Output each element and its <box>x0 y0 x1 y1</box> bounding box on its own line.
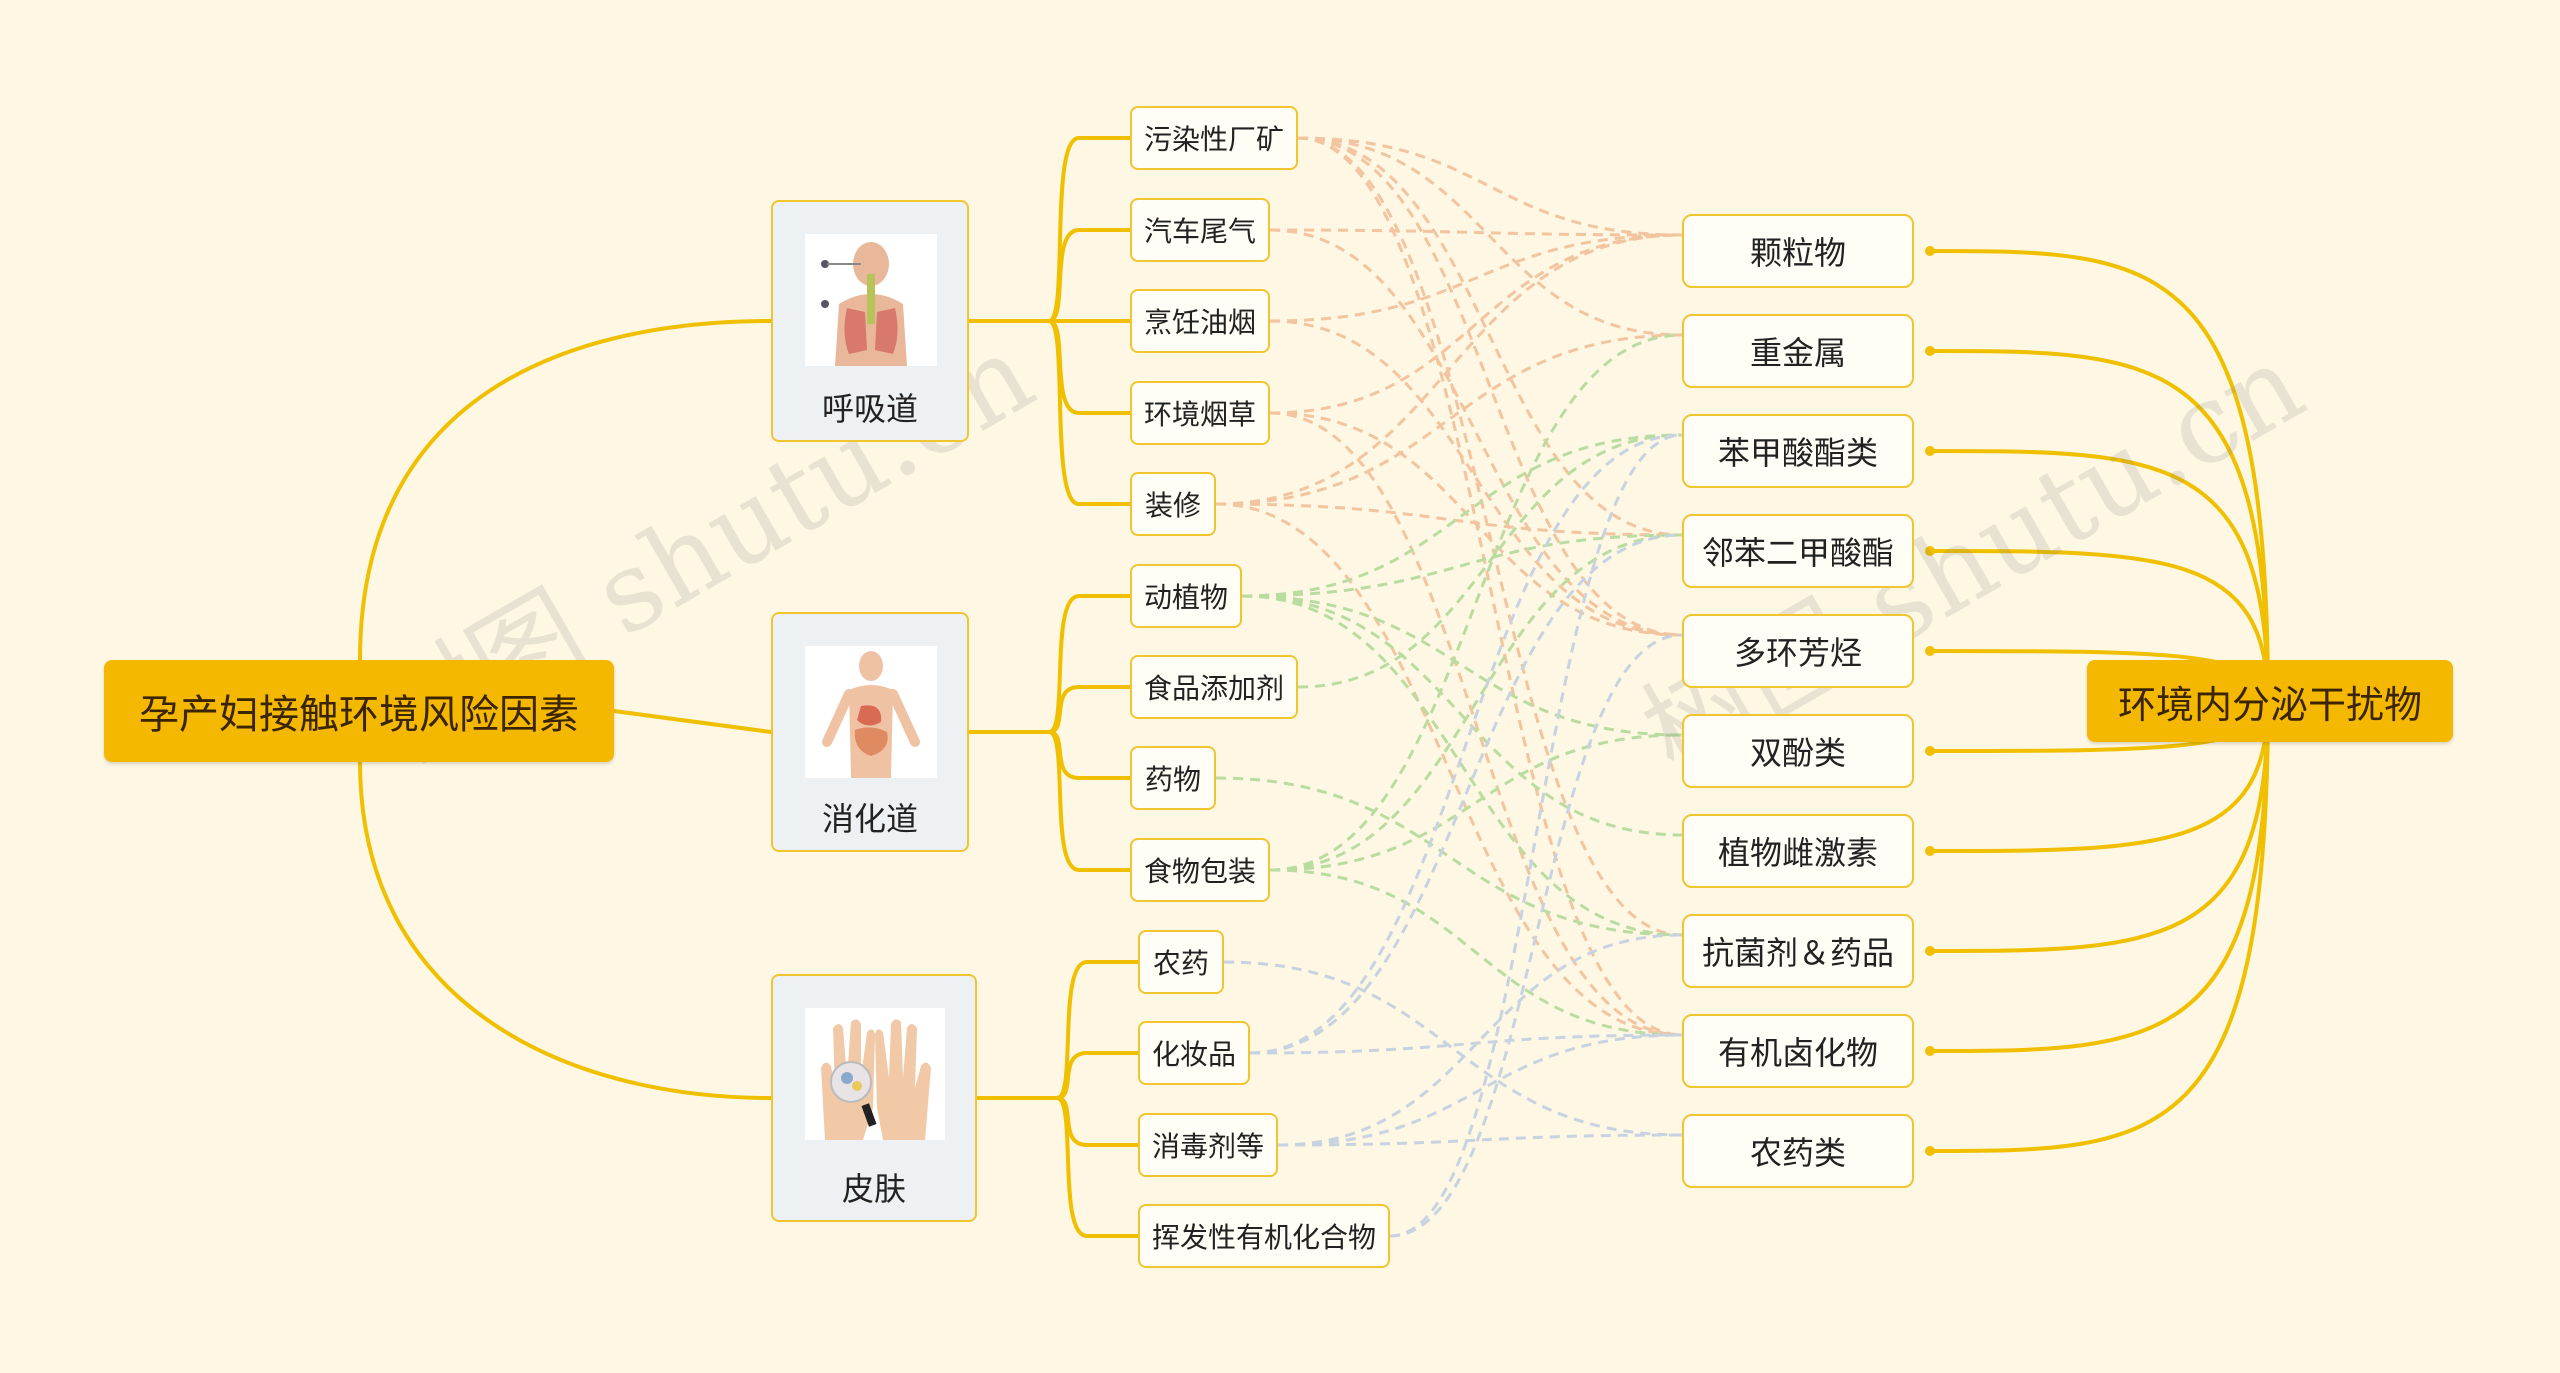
respiratory-system-icon <box>805 234 937 366</box>
dashed-link <box>1216 778 1682 935</box>
substance-node[interactable]: 苯甲酸酯类 <box>1682 414 1914 488</box>
dashed-link <box>1242 535 1682 596</box>
substance-label: 重金属 <box>1750 328 1846 374</box>
branch-line <box>1049 687 1130 732</box>
substance-node[interactable]: 农药类 <box>1682 1114 1914 1188</box>
source-node[interactable]: 农药 <box>1138 930 1224 994</box>
source-label: 装修 <box>1145 484 1201 524</box>
branch-line <box>1930 351 2268 701</box>
substance-label: 邻苯二甲酸酯 <box>1702 528 1894 574</box>
dashed-link <box>1298 435 1682 687</box>
substance-label: 植物雌激素 <box>1718 828 1878 874</box>
dashed-link <box>1216 504 1682 1035</box>
dashed-link <box>1270 735 1682 870</box>
source-node[interactable]: 烹饪油烟 <box>1130 289 1270 353</box>
category-label: 呼吸道 <box>773 384 967 430</box>
substance-node[interactable]: 颗粒物 <box>1682 214 1914 288</box>
substance-node[interactable]: 多环芳烃 <box>1682 614 1914 688</box>
source-node[interactable]: 食物包装 <box>1130 838 1270 902</box>
source-node[interactable]: 消毒剂等 <box>1138 1113 1278 1177</box>
category-respiratory[interactable]: 呼吸道 <box>771 200 969 442</box>
source-node[interactable]: 污染性厂矿 <box>1130 106 1298 170</box>
source-node[interactable]: 化妆品 <box>1138 1021 1250 1085</box>
branch-line <box>360 321 771 660</box>
connector-dot <box>1925 346 1935 356</box>
substance-node[interactable]: 重金属 <box>1682 314 1914 388</box>
connector-dot <box>1925 646 1935 656</box>
category-label: 消化道 <box>773 794 967 840</box>
substance-label: 苯甲酸酯类 <box>1718 428 1878 474</box>
digestive-system-icon <box>805 646 937 778</box>
dashed-link <box>1270 230 1682 235</box>
connector-dot <box>1925 946 1935 956</box>
source-label: 烹饪油烟 <box>1144 301 1256 341</box>
connector-dot <box>1925 846 1935 856</box>
dashed-link <box>1216 235 1682 504</box>
source-node[interactable]: 食品添加剂 <box>1130 655 1298 719</box>
substance-label: 颗粒物 <box>1750 228 1846 274</box>
dashed-link <box>1224 962 1682 1135</box>
dashed-link <box>1390 435 1682 1236</box>
substance-label: 双酚类 <box>1750 728 1846 774</box>
substance-label: 有机卤化物 <box>1718 1028 1878 1074</box>
source-label: 消毒剂等 <box>1152 1125 1264 1165</box>
source-node[interactable]: 装修 <box>1130 472 1216 536</box>
branch-line <box>1049 732 1130 778</box>
dashed-link <box>1270 230 1682 635</box>
root-node[interactable]: 孕产妇接触环境风险因素 <box>104 660 614 762</box>
branch-line <box>1930 701 2268 1151</box>
substance-label: 多环芳烃 <box>1734 628 1862 674</box>
branch-line <box>1930 701 2268 1051</box>
source-label: 动植物 <box>1144 576 1228 616</box>
connector-dot <box>1925 446 1935 456</box>
dashed-link <box>1242 596 1682 835</box>
source-node[interactable]: 药物 <box>1130 746 1216 810</box>
branch-line <box>614 711 771 732</box>
source-label: 农药 <box>1153 942 1209 982</box>
branch-line <box>1930 251 2268 701</box>
source-label: 食物包装 <box>1144 850 1256 890</box>
category-label: 皮肤 <box>773 1164 975 1210</box>
substance-label: 农药类 <box>1750 1128 1846 1174</box>
connector-dot <box>1925 546 1935 556</box>
connector-dot <box>1925 1046 1935 1056</box>
source-label: 污染性厂矿 <box>1144 118 1284 158</box>
substance-node[interactable]: 双酚类 <box>1682 714 1914 788</box>
connector-dot <box>1925 1146 1935 1156</box>
source-label: 挥发性有机化合物 <box>1152 1216 1376 1256</box>
substance-node[interactable]: 邻苯二甲酸酯 <box>1682 514 1914 588</box>
skin-hands-icon <box>805 1008 945 1140</box>
source-label: 化妆品 <box>1152 1033 1236 1073</box>
branch-line <box>1057 1053 1138 1098</box>
dashed-link <box>1270 335 1682 870</box>
category-skin[interactable]: 皮肤 <box>771 974 977 1222</box>
source-label: 药物 <box>1145 758 1201 798</box>
dashed-link <box>1250 535 1682 1053</box>
dashed-link <box>1270 870 1682 1035</box>
source-node[interactable]: 动植物 <box>1130 564 1242 628</box>
target-root-label: 环境内分泌干扰物 <box>2118 674 2422 729</box>
dashed-link <box>1270 321 1682 635</box>
substance-node[interactable]: 有机卤化物 <box>1682 1014 1914 1088</box>
substance-label: 抗菌剂＆药品 <box>1702 928 1894 974</box>
source-label: 食品添加剂 <box>1144 667 1284 707</box>
source-node[interactable]: 汽车尾气 <box>1130 198 1270 262</box>
connector-dot <box>1925 746 1935 756</box>
dashed-link <box>1250 1035 1682 1053</box>
category-digestive[interactable]: 消化道 <box>771 612 969 852</box>
substance-node[interactable]: 植物雌激素 <box>1682 814 1914 888</box>
dashed-link <box>1216 504 1682 535</box>
target-root-node[interactable]: 环境内分泌干扰物 <box>2087 660 2453 742</box>
dashed-link <box>1270 235 1682 413</box>
dashed-link <box>1250 435 1682 1053</box>
substance-node[interactable]: 抗菌剂＆药品 <box>1682 914 1914 988</box>
root-label: 孕产妇接触环境风险因素 <box>139 682 579 740</box>
source-node[interactable]: 环境烟草 <box>1130 381 1270 445</box>
source-node[interactable]: 挥发性有机化合物 <box>1138 1204 1390 1268</box>
connector-dot <box>1925 246 1935 256</box>
branch-line <box>360 762 771 1098</box>
source-label: 环境烟草 <box>1144 393 1256 433</box>
source-label: 汽车尾气 <box>1144 210 1256 250</box>
dashed-link <box>1242 596 1682 935</box>
